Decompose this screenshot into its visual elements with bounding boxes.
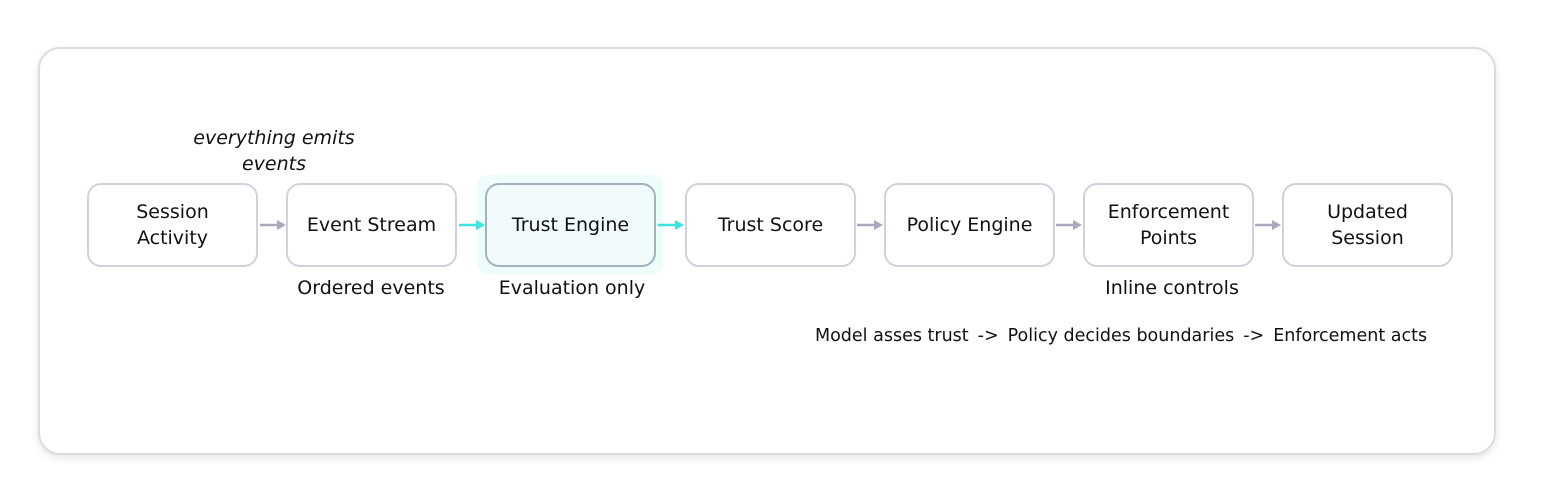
pipeline-step-policy: Policy decides boundaries [1007, 326, 1235, 346]
pipeline-step-enforcement: Enforcement acts [1273, 326, 1428, 346]
pipeline-step-model: Model asses trust [815, 326, 969, 346]
edge-arrow [1056, 219, 1083, 231]
note-event-stream: Ordered events [297, 277, 445, 299]
node-enforcement-points: Enforcement Points [1083, 183, 1254, 267]
note-enforcement-points: Inline controls [1105, 277, 1239, 299]
edge-arrow [260, 219, 287, 231]
pipeline-separator: -> [977, 326, 999, 346]
node-event-stream: Event Stream [286, 183, 457, 267]
edge-arrow [459, 219, 486, 231]
note-trust-engine: Evaluation only [498, 277, 646, 299]
edge-arrow [658, 219, 685, 231]
pipeline-summary: Model asses trust -> Policy decides bounda… [815, 323, 1427, 349]
node-trust-score: Trust Score [685, 183, 856, 267]
node-policy-engine: Policy Engine [884, 183, 1055, 267]
node-session-activity: Session Activity [87, 183, 258, 267]
node-updated-session: Updated Session [1282, 183, 1453, 267]
edge-arrow [857, 219, 884, 231]
top-annotation: everything emits events [193, 127, 355, 175]
node-trust-engine: Trust Engine [485, 183, 656, 267]
pipeline-separator: -> [1243, 326, 1265, 346]
edge-arrow [1255, 219, 1282, 231]
